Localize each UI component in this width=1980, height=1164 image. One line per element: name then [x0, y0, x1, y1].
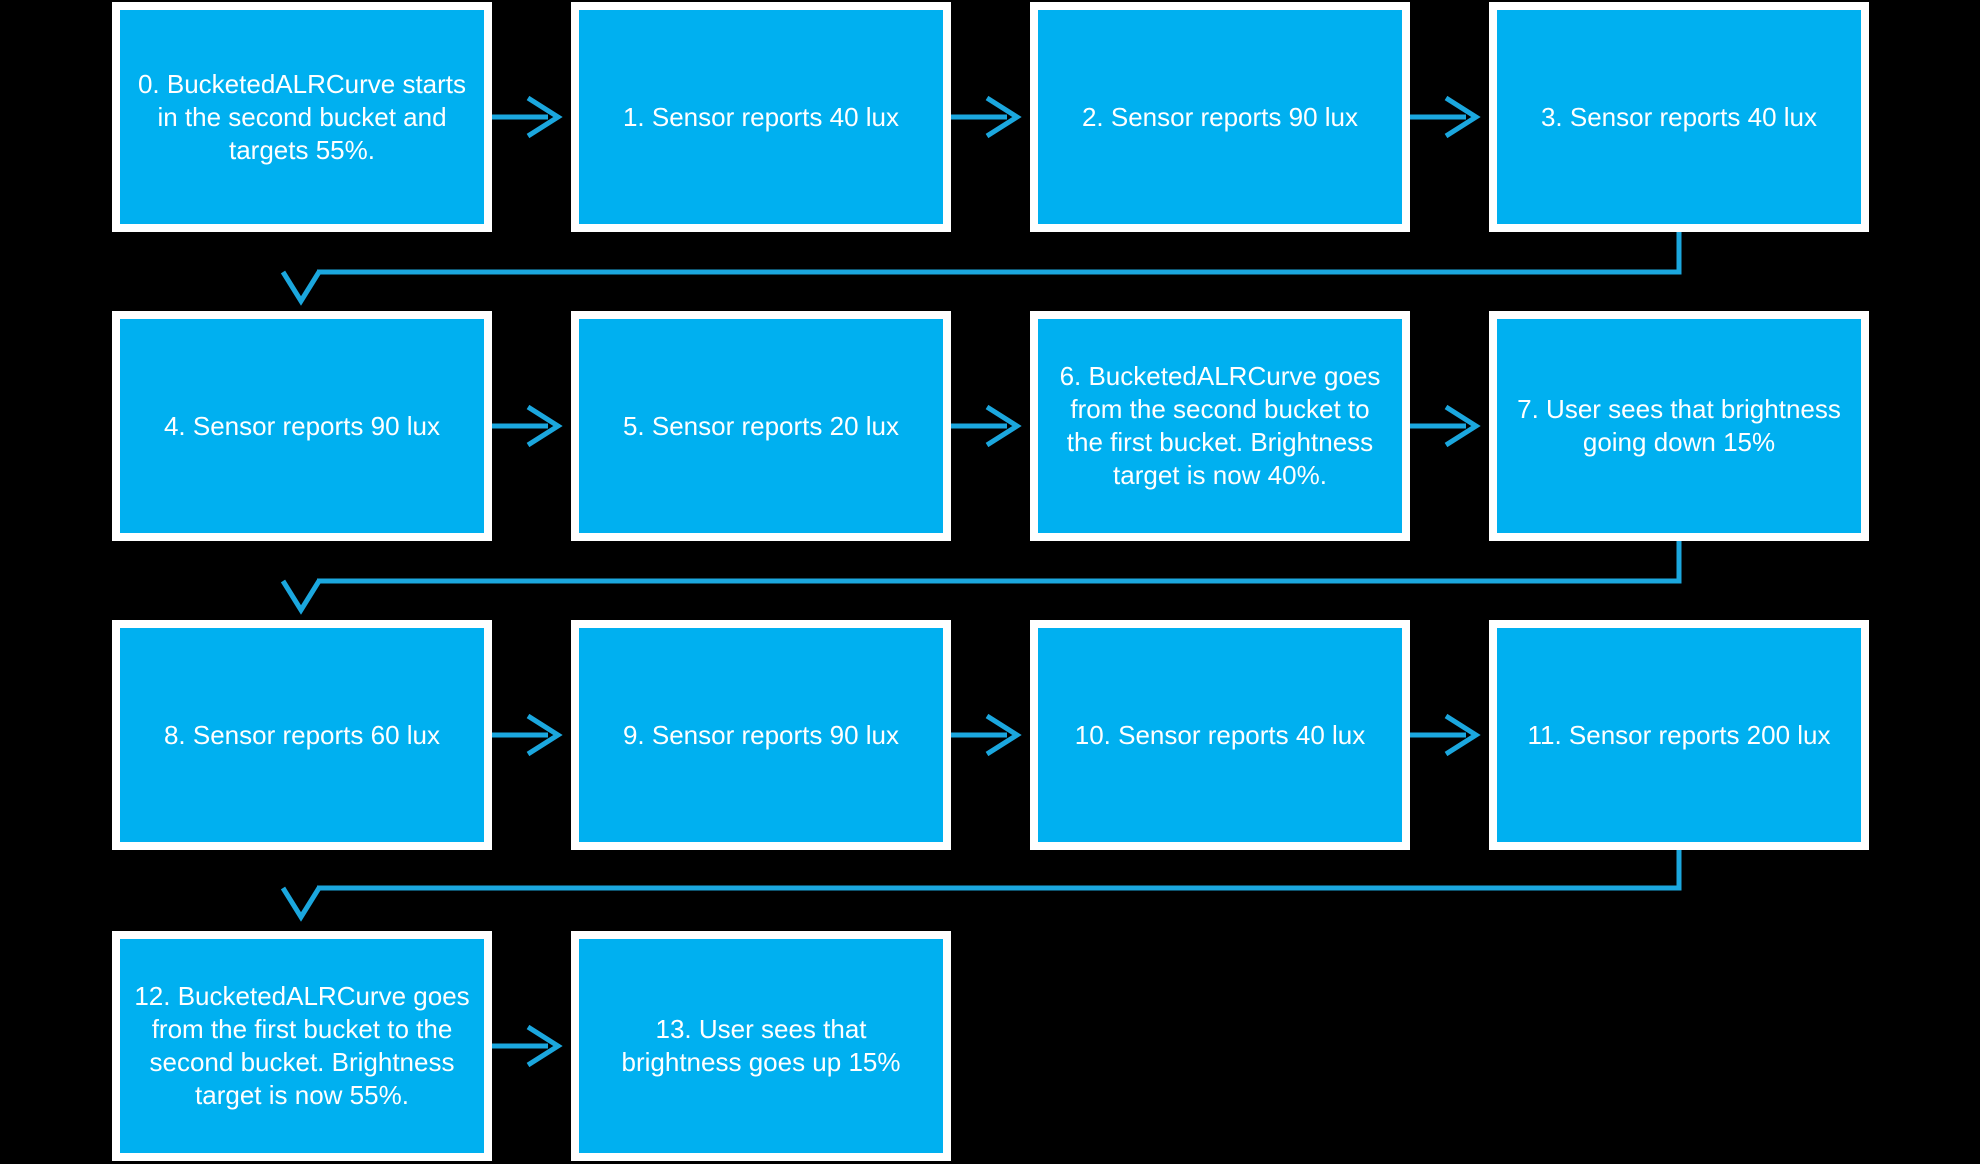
- arrow-10-11: [1410, 713, 1481, 757]
- flow-node-4-label: 4. Sensor reports 90 lux: [163, 410, 441, 441]
- arrow-6-7: [1410, 404, 1481, 448]
- arrow-1-2: [951, 95, 1022, 139]
- flow-node-0: 0. BucketedALRCurve starts in the second…: [112, 2, 492, 232]
- flow-node-6-label: 6. BucketedALRCurve goes from the second…: [1059, 361, 1381, 490]
- flow-node-12: 12. BucketedALRCurve goes from the first…: [112, 931, 492, 1161]
- flow-node-12-label: 12. BucketedALRCurve goes from the first…: [134, 981, 470, 1110]
- flow-node-6: 6. BucketedALRCurve goes from the second…: [1030, 311, 1410, 541]
- arrow-12-13: [492, 1024, 563, 1068]
- flow-node-10: 10. Sensor reports 40 lux: [1030, 620, 1410, 850]
- arrow-9-10: [951, 713, 1022, 757]
- flow-node-10-label: 10. Sensor reports 40 lux: [1074, 719, 1366, 750]
- flow-node-11: 11. Sensor reports 200 lux: [1489, 620, 1869, 850]
- wrap-arrow-11-12: [280, 850, 1682, 922]
- flow-node-13-label: 13. User sees that brightness goes up 15…: [621, 1014, 901, 1077]
- flow-node-1-label: 1. Sensor reports 40 lux: [622, 101, 900, 132]
- flow-node-8: 8. Sensor reports 60 lux: [112, 620, 492, 850]
- flow-node-8-label: 8. Sensor reports 60 lux: [163, 719, 441, 750]
- flow-node-1: 1. Sensor reports 40 lux: [571, 2, 951, 232]
- flow-node-9: 9. Sensor reports 90 lux: [571, 620, 951, 850]
- flow-node-0-label: 0. BucketedALRCurve starts in the second…: [137, 68, 467, 165]
- flow-node-4: 4. Sensor reports 90 lux: [112, 311, 492, 541]
- arrow-2-3: [1410, 95, 1481, 139]
- flow-node-9-label: 9. Sensor reports 90 lux: [622, 719, 900, 750]
- flow-node-3: 3. Sensor reports 40 lux: [1489, 2, 1869, 232]
- arrow-0-1: [492, 95, 563, 139]
- flow-node-3-label: 3. Sensor reports 40 lux: [1540, 101, 1818, 132]
- arrow-5-6: [951, 404, 1022, 448]
- wrap-arrow-3-4: [280, 232, 1682, 306]
- flow-node-7: 7. User sees that brightness going down …: [1489, 311, 1869, 541]
- flow-node-7-label: 7. User sees that brightness going down …: [1517, 394, 1841, 457]
- flow-node-13: 13. User sees that brightness goes up 15…: [571, 931, 951, 1161]
- arrow-4-5: [492, 404, 563, 448]
- flow-node-2-label: 2. Sensor reports 90 lux: [1081, 101, 1359, 132]
- wrap-arrow-7-8: [280, 541, 1682, 615]
- flow-node-11-label: 11. Sensor reports 200 lux: [1527, 719, 1831, 750]
- arrow-8-9: [492, 713, 563, 757]
- flow-node-5-label: 5. Sensor reports 20 lux: [622, 410, 900, 441]
- flow-node-2: 2. Sensor reports 90 lux: [1030, 2, 1410, 232]
- flow-node-5: 5. Sensor reports 20 lux: [571, 311, 951, 541]
